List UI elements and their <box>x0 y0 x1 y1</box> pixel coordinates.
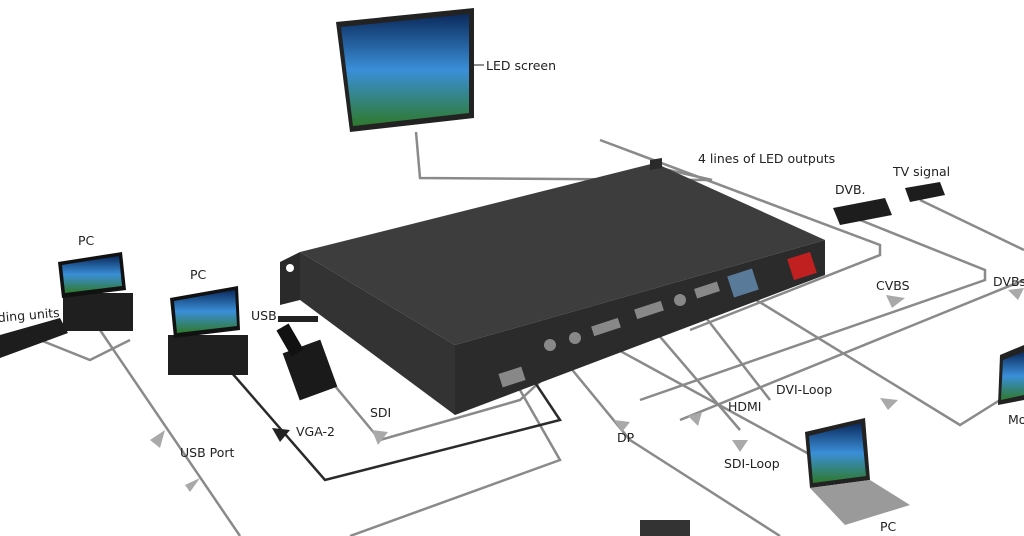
wire-usb-port <box>39 329 562 536</box>
label-tv-signal: TV signal <box>892 164 950 179</box>
arrow <box>614 420 630 432</box>
label-cvbs: CVBS <box>876 278 910 293</box>
label-usb: USB <box>251 308 277 323</box>
wire-dvbs <box>679 198 1024 422</box>
arrow <box>688 412 702 426</box>
arrow <box>886 295 905 308</box>
label-led-outputs: 4 lines of LED outputs <box>698 151 835 166</box>
label-vga2: VGA-2 <box>296 424 335 439</box>
label-pc-right: PC <box>880 519 897 534</box>
wire-dvi-loop <box>699 309 771 401</box>
video-processor <box>280 158 825 415</box>
arrow <box>372 430 388 445</box>
wire-led-outputs <box>599 138 882 332</box>
label-dvi-loop: DVI-Loop <box>776 382 832 397</box>
wire-hdmi <box>649 324 741 431</box>
laptop-pc <box>805 418 910 525</box>
label-pc-mid: PC <box>190 267 207 282</box>
wires <box>39 131 1024 536</box>
label-monitor: Mo <box>1008 412 1024 427</box>
arrow <box>732 440 748 452</box>
label-hdmi: HDMI <box>728 399 762 414</box>
led-screen <box>336 8 484 132</box>
usb-camera <box>276 316 338 401</box>
label-sdi: SDI <box>370 405 391 420</box>
labels: LED screen 4 lines of LED outputs TV sig… <box>0 58 1024 534</box>
label-sending-units: ding units <box>0 305 60 325</box>
label-dvb: DVB. <box>835 182 866 197</box>
pc-left <box>58 252 133 331</box>
arrow <box>880 398 898 410</box>
device-bottom <box>640 520 690 536</box>
wire-sdi-loop <box>599 338 821 462</box>
label-dvbs: DVBs <box>993 274 1024 289</box>
dvb-box <box>833 198 892 225</box>
monitor <box>998 345 1024 405</box>
pc-mid <box>168 286 248 375</box>
label-sdi-loop: SDI-Loop <box>724 456 780 471</box>
label-led-screen: LED screen <box>486 58 556 73</box>
wire-dp <box>559 354 781 536</box>
tv-signal-box <box>905 182 945 202</box>
sending-unit <box>0 318 68 358</box>
arrow <box>272 428 290 442</box>
label-usb-port: USB Port <box>180 445 235 460</box>
wire-led-screen <box>414 131 713 182</box>
label-pc-left: PC <box>78 233 95 248</box>
label-dp: DP <box>617 430 635 445</box>
wire-cvbs <box>639 218 987 402</box>
arrow <box>185 478 200 492</box>
wire-monitor <box>739 288 1001 427</box>
arrow <box>1008 288 1024 300</box>
arrow <box>150 430 165 448</box>
wire-vga2 <box>224 359 563 482</box>
